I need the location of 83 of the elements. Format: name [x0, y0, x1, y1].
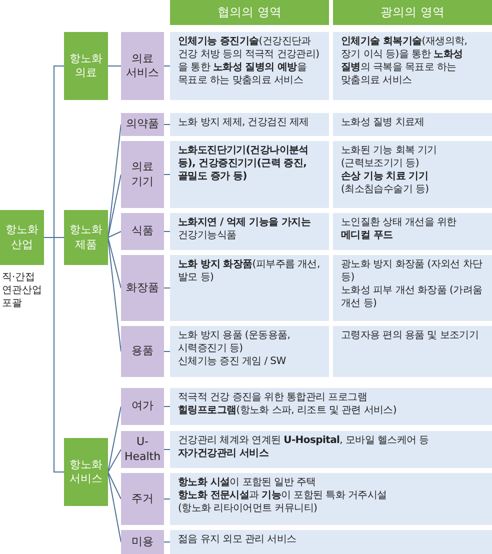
connector-line — [164, 231, 170, 232]
connector-line — [108, 472, 122, 500]
subcategory-label: U-Health — [123, 435, 162, 464]
description-cell — [333, 326, 492, 377]
connector-line — [108, 174, 122, 238]
description-cell — [333, 113, 492, 136]
description-text: 항노화 전문시설과 기능이 포함된 특화 거주시설 — [177, 489, 388, 502]
subcategory-label: 화장품 — [125, 280, 160, 296]
connector-line — [164, 449, 170, 450]
subcategory-label: 용품 — [130, 344, 154, 359]
description-text: 노화지연 / 억제 기능을 가지는 건강기능식품 — [177, 216, 312, 242]
description-cell — [170, 255, 329, 321]
subcategory-label: 의료 기기 — [130, 160, 154, 189]
category-label: 항노화 서비스 — [68, 458, 104, 486]
category-box — [64, 32, 108, 100]
column-header — [170, 0, 329, 25]
header-label: 광의의 영역 — [380, 4, 446, 20]
subcategory-label: 의료 서비스 — [125, 52, 160, 80]
description-text: 노화성 질병 치료제 — [340, 116, 426, 129]
category-box — [0, 210, 44, 265]
description-cell — [170, 141, 329, 208]
description-text: 건강관리 체계와 연계된 U-Hospital, 모바일 헬스케어 등 자가건강관리 서비스 — [177, 434, 430, 460]
description-text: 힐링프로그램(항노화 스파, 리조트 및 관련 서비스) — [177, 404, 398, 417]
description-text: 노화성 피부 개선 화장품 (가려움 개선 등) — [340, 284, 484, 310]
subcategory-label: 여가 — [130, 399, 154, 414]
connector-line — [164, 124, 170, 125]
connector-line — [164, 406, 170, 407]
description-cell — [170, 431, 492, 468]
category-box — [64, 438, 108, 506]
category-box — [64, 210, 108, 265]
subcategory-box — [121, 141, 164, 208]
header-label: 협의의 영역 — [216, 4, 282, 20]
description-text: 신체기능 증진 게임 / SW — [177, 355, 287, 368]
description-cell — [170, 213, 329, 250]
description-text: (항노화 리타이어먼트 커뮤니티) — [177, 502, 318, 515]
description-text: 인체기능 증진기술(건강진단과 건강 처방 등의 적극적 건강관리)을 통한 노화성 질병의 예방을 목표로 하는 맞춤의료 서비스 — [177, 35, 320, 87]
connector-line — [164, 351, 170, 352]
description-cell — [170, 32, 329, 100]
subcategory-label: 의약품 — [125, 117, 160, 132]
subcategory-box — [121, 255, 164, 321]
subcategory-label: 미용 — [130, 534, 154, 550]
description-text: 노화 방지 화장품(피부주름 개선, 발모 등) — [177, 258, 321, 284]
connector-line — [164, 174, 170, 175]
description-text: 노인질환 상태 개선을 위한 메디컬 푸드 — [340, 216, 458, 242]
category-label: 항노화 산업 — [4, 223, 40, 252]
description-text: 광노화 방지 화장품 (자외선 차단 등) — [340, 258, 484, 284]
description-text: 적극적 건강 증진을 위한 통합관리 프로그램 — [177, 391, 368, 404]
description-text: 노화된 기능 회복 기기 (근력보조기기 등) — [340, 144, 438, 170]
subcategory-label: 주거 — [130, 492, 154, 506]
description-cell — [170, 473, 492, 525]
column-header — [333, 0, 492, 25]
description-cell — [333, 141, 492, 208]
description-cell — [170, 388, 492, 425]
category-label: 항노화 제품 — [68, 223, 104, 252]
description-cell — [170, 326, 329, 377]
description-text: 고령자용 편의 용품 및 보조기기 — [340, 329, 480, 342]
subcategory-label: 식품 — [130, 224, 154, 239]
subcategory-box — [121, 113, 164, 136]
description-cell — [170, 113, 329, 136]
description-cell — [333, 255, 492, 321]
subcategory-box — [121, 326, 164, 377]
category-label: 항노화 의료 — [68, 52, 104, 80]
description-text: 노화 방지 용품 (운동용품, 시력증진기 등) — [177, 329, 292, 355]
subcategory-box — [121, 473, 164, 525]
description-cell — [170, 530, 492, 554]
connector-line — [108, 449, 122, 472]
connector-line — [108, 231, 122, 238]
description-text: 노화 방지 제제, 건강검진 제제 — [177, 116, 310, 129]
description-text: 항노화 시설이 포함된 일반 주택 — [177, 476, 317, 489]
description-text: 인체기술 회복기술(재생의학, 장기 이식 등)을 통한 노화성 질병의 극복을 목표로 하는 맞춤의료 서비스 — [340, 35, 468, 87]
connector-line — [44, 237, 64, 472]
subcategory-box — [121, 388, 164, 425]
note-text: 직·간접 연관산업 포괄 — [2, 271, 43, 310]
description-text: 손상 기능 치료 기기 (최소침습수술기 등) — [340, 170, 430, 196]
description-cell — [333, 213, 492, 250]
description-text: 노화도진단기기(건강나이분석 등), 건강증진기기(근력 증진, 골밀도 증가 등) — [177, 144, 310, 183]
subcategory-box — [121, 530, 164, 554]
connector-line — [164, 498, 170, 500]
connector-line — [108, 237, 122, 288]
description-cell — [333, 32, 492, 100]
description-text: 젊음 유지 외모 관리 서비스 — [177, 533, 298, 546]
subcategory-box — [121, 213, 164, 250]
subcategory-box — [121, 32, 164, 100]
